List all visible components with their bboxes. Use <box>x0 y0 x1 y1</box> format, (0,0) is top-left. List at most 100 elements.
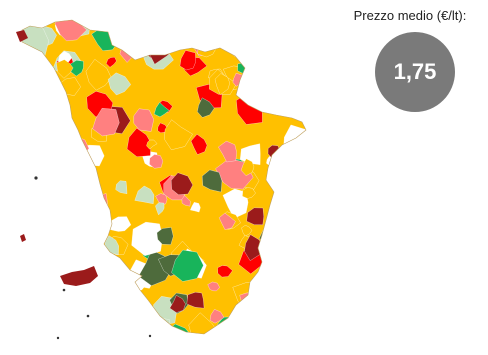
municipality-patch <box>240 143 261 165</box>
municipality-patch <box>106 308 119 322</box>
municipality-patch <box>270 56 281 68</box>
municipality-patch <box>276 307 306 331</box>
municipality-patch <box>218 140 237 163</box>
municipality-patch <box>91 310 115 334</box>
municipality-patch <box>78 295 98 313</box>
municipality-patch <box>38 106 57 130</box>
municipality-patch <box>79 211 92 221</box>
municipality-patch <box>297 156 306 169</box>
municipality-patch <box>56 59 74 79</box>
municipality-patch <box>246 207 264 225</box>
municipality-patch <box>28 194 62 228</box>
municipality-patch <box>226 327 242 334</box>
municipality-patch <box>22 202 38 225</box>
municipality-patch <box>240 158 255 176</box>
municipality-patch <box>242 187 256 199</box>
municipality-patch <box>300 163 306 174</box>
municipality-patch <box>153 33 167 47</box>
municipality-patch <box>40 144 60 161</box>
municipality-patch <box>23 101 43 118</box>
municipality-patch <box>116 310 125 322</box>
municipality-patch <box>190 202 201 213</box>
average-price-value: 1,75 <box>393 59 437 84</box>
municipality-patch <box>232 280 261 314</box>
municipality-patch <box>247 31 264 45</box>
municipality-patch <box>244 234 264 261</box>
municipality-patch <box>164 331 173 334</box>
municipality-patch <box>248 34 267 53</box>
municipality-patch <box>149 154 164 169</box>
municipality-patch <box>241 225 253 237</box>
municipality-patch <box>285 227 295 238</box>
municipality-patch <box>107 72 131 96</box>
municipality-patch <box>71 197 95 216</box>
municipality-patch <box>133 108 154 132</box>
municipality-patch <box>217 20 230 32</box>
municipality-patch <box>116 320 135 334</box>
municipality-patch <box>126 127 151 157</box>
municipality-patch <box>171 249 204 282</box>
municipality-patch <box>134 185 155 204</box>
municipality-patch <box>179 50 196 71</box>
municipality-patch <box>84 323 112 334</box>
municipality-patch <box>92 263 123 294</box>
municipality-patch <box>75 193 109 227</box>
municipality-patch <box>131 221 163 256</box>
municipality-patch <box>259 248 283 270</box>
municipality-patch <box>22 76 36 110</box>
municipality-patch <box>197 97 215 118</box>
municipality-patch <box>164 119 193 150</box>
municipality-patch <box>67 323 85 334</box>
municipality-patch <box>58 227 74 245</box>
municipality-patch <box>153 102 170 118</box>
municipality-patch <box>217 265 233 278</box>
municipality-patch <box>229 312 239 324</box>
municipality-patch <box>169 295 186 313</box>
municipality-patch <box>50 297 67 312</box>
municipality-patch <box>22 297 32 311</box>
municipality-patch <box>115 180 128 194</box>
municipality-patch <box>155 202 165 216</box>
municipality-patch <box>186 292 205 309</box>
municipality-patch <box>22 174 29 191</box>
municipality-patch <box>57 202 81 228</box>
municipality-patch <box>92 108 120 137</box>
municipality-patch <box>22 156 40 191</box>
municipality-patch <box>290 20 306 30</box>
legend-title: Prezzo medio (€/lt): <box>353 8 467 23</box>
municipality-patch <box>202 169 223 193</box>
municipality-patch <box>83 284 108 310</box>
municipality-patch <box>64 225 81 244</box>
municipality-patch <box>274 196 284 207</box>
municipality-patch <box>255 20 277 39</box>
municipality-patch <box>280 38 306 59</box>
municipality-patch <box>214 73 230 96</box>
tuscany-choropleth-map <box>16 19 307 340</box>
municipality-patch <box>79 144 105 167</box>
municipality-patch <box>207 281 220 292</box>
municipality-patch <box>254 72 270 83</box>
municipality-patch <box>91 321 102 331</box>
municipality-patch <box>286 323 299 334</box>
municipality-patch <box>188 312 219 334</box>
municipality-patch <box>275 240 301 259</box>
municipality-patch <box>22 69 34 93</box>
municipality-patch <box>290 170 306 197</box>
municipality-patch <box>37 117 62 148</box>
municipality-patch <box>141 316 171 334</box>
municipality-patch <box>156 227 174 245</box>
average-price-badge: 1,75 <box>375 32 455 112</box>
municipality-patch <box>85 59 112 91</box>
islands <box>16 30 152 340</box>
municipality-patch <box>22 322 41 334</box>
municipality-patch <box>22 165 46 189</box>
municipality-patch <box>147 310 159 323</box>
municipality-patch <box>197 20 226 43</box>
municipality-patch <box>246 56 260 70</box>
municipality-patch <box>218 212 236 230</box>
municipality-patch <box>146 139 158 150</box>
municipality-patch <box>79 216 103 238</box>
municipality-patch <box>171 172 193 195</box>
municipality-patch <box>190 133 208 155</box>
municipality-patch <box>181 195 191 207</box>
